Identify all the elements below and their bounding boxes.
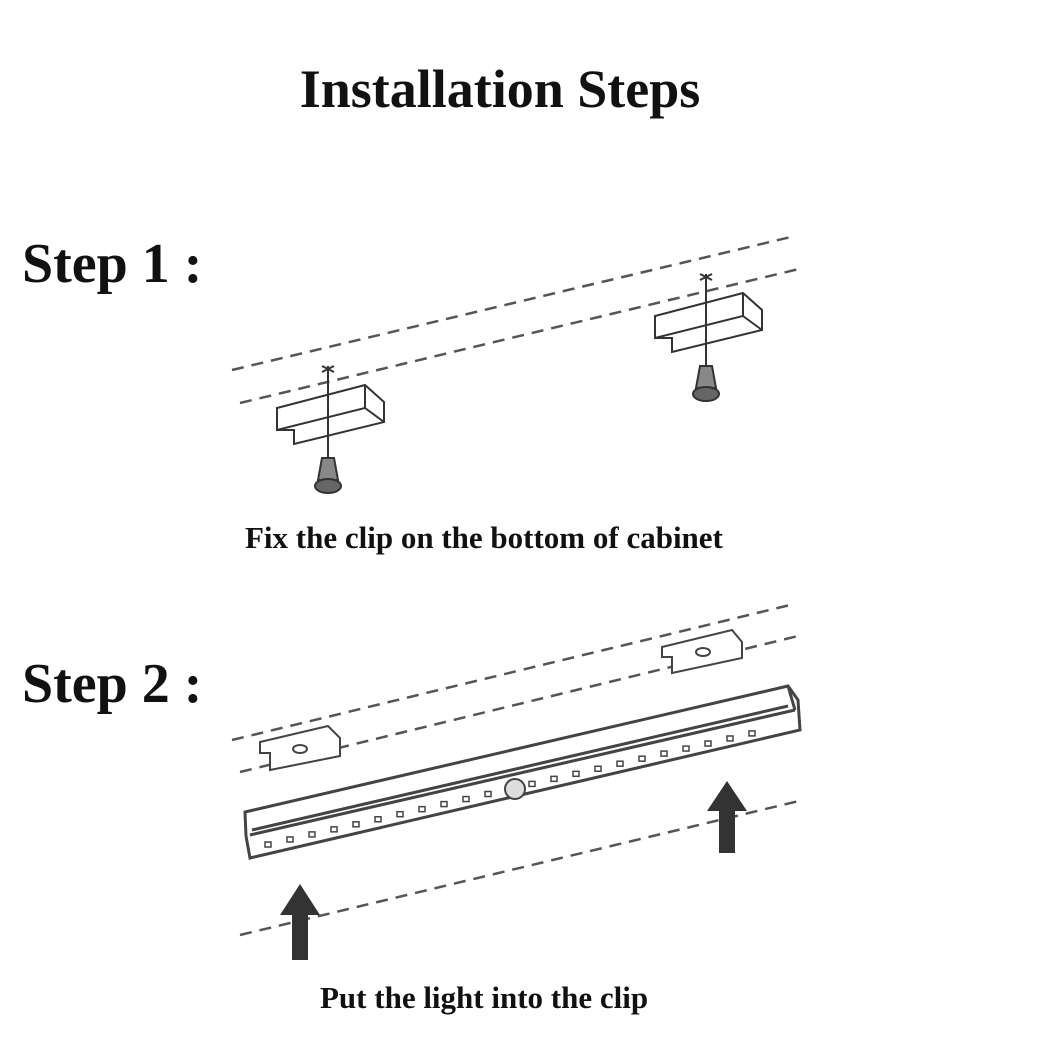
motion-sensor-icon — [504, 778, 526, 800]
led-chip — [704, 740, 712, 747]
led-chip — [374, 816, 382, 823]
led-chip — [396, 810, 404, 818]
led-chip — [418, 805, 426, 813]
led-chip — [616, 760, 624, 767]
led-light-bar — [243, 684, 802, 860]
led-chip — [572, 770, 580, 778]
step-1-cabinet-lines — [231, 234, 804, 405]
up-arrow-icon — [707, 781, 747, 853]
step-1-label: Step 1 : — [22, 233, 203, 295]
led-chip — [462, 795, 470, 803]
mounted-clip — [259, 724, 341, 772]
led-chip — [660, 750, 668, 757]
led-chip — [748, 730, 756, 737]
clip-with-screw — [653, 272, 764, 403]
clip-with-screw — [276, 365, 385, 494]
led-chip — [352, 821, 360, 828]
led-chip — [484, 790, 492, 798]
led-chip — [440, 800, 448, 808]
led-chips — [264, 730, 756, 848]
step-2-label: Step 2 : — [22, 653, 203, 715]
led-chip — [682, 745, 690, 752]
step-1-caption: Fix the clip on the bottom of cabinet — [245, 520, 723, 555]
led-chip — [528, 780, 536, 788]
up-arrow-icon — [280, 884, 320, 960]
led-chip — [264, 841, 272, 848]
page-title: Installation Steps — [299, 59, 701, 119]
led-chip — [726, 735, 734, 742]
led-chip — [286, 836, 294, 843]
step-2-cabinet-lines — [231, 603, 804, 937]
step-2-caption: Put the light into the clip — [320, 980, 649, 1015]
mounted-clip — [661, 628, 743, 675]
led-chip — [550, 775, 558, 783]
led-chip — [330, 826, 338, 833]
led-chip — [638, 755, 646, 762]
led-chip — [308, 831, 316, 838]
led-chip — [594, 765, 602, 773]
